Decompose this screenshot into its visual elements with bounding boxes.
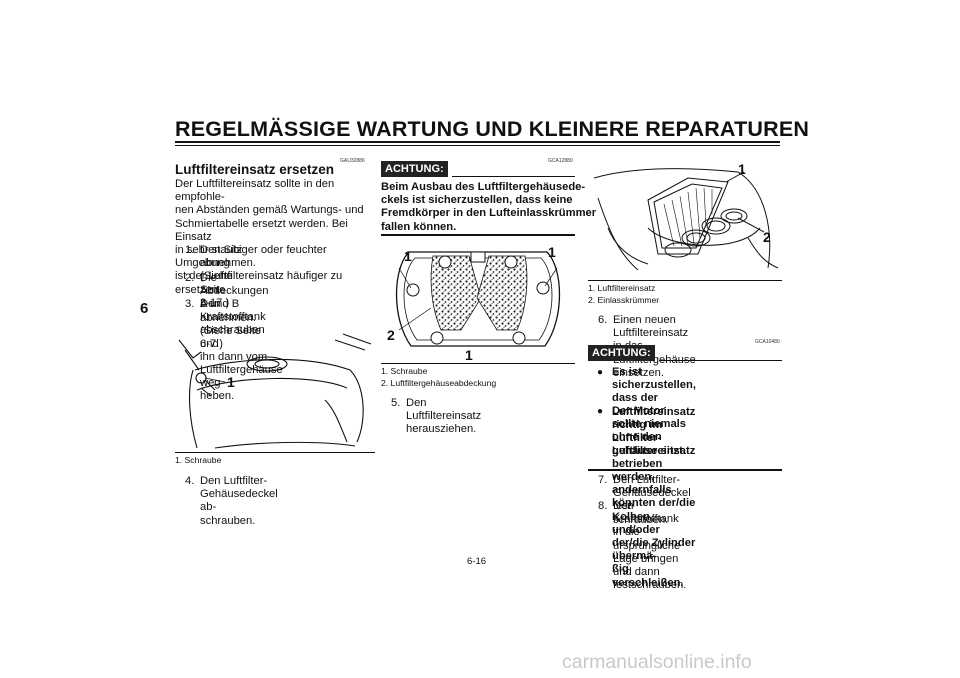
section-code: GCA12880 (548, 158, 573, 164)
page-number: 6-16 (467, 556, 487, 567)
figure-caption: 1. Luftfiltereinsatz 2. Einlasskrümmer (588, 283, 660, 305)
section-code: GCA10480 (755, 339, 780, 345)
header-rule (175, 141, 780, 143)
warning-rule (588, 469, 782, 471)
figure-label: 1 (227, 374, 235, 390)
intro-paragraph: Der Luftfiltereinsatz sollte in den empf… (175, 178, 364, 296)
figure-air-filter-element (593, 168, 779, 271)
figure-label: 2 (763, 229, 771, 245)
caption-rule (381, 363, 575, 364)
figure-label: 1 (738, 161, 746, 177)
achtung-label: ACHTUNG: (588, 345, 655, 361)
achtung-label: ACHTUNG: (381, 161, 448, 177)
figure-label: 2 (387, 327, 395, 343)
warning-rule (381, 234, 575, 236)
figure-label: 1 (548, 244, 556, 260)
figure-caption: 1. Schraube 2. Luftfiltergehäuseabdeckun… (381, 366, 497, 388)
chapter-tab: 6 (140, 300, 149, 317)
section-heading: Luftfiltereinsatz ersetzen (175, 162, 335, 177)
watermark[interactable]: carmanualsonline.info (562, 651, 752, 673)
figure-caption: 1. Schraube (175, 455, 222, 465)
achtung-rule (659, 360, 782, 361)
page-title: REGELMÄSSIGE WARTUNG UND KLEINERE REPARA… (175, 117, 810, 141)
achtung-rule (452, 176, 575, 177)
figure-label: 1 (465, 347, 473, 363)
warning-text: Beim Ausbau des Luftfiltergehäusede- cke… (381, 181, 597, 233)
caption-rule (175, 452, 375, 453)
caption-rule (588, 280, 782, 281)
header-rule-thin (175, 145, 780, 146)
figure-air-filter-cover (395, 251, 561, 347)
section-code: GAU32886 (340, 158, 365, 164)
figure-label: 1 (404, 248, 412, 264)
figure-fuel-tank (178, 333, 372, 449)
